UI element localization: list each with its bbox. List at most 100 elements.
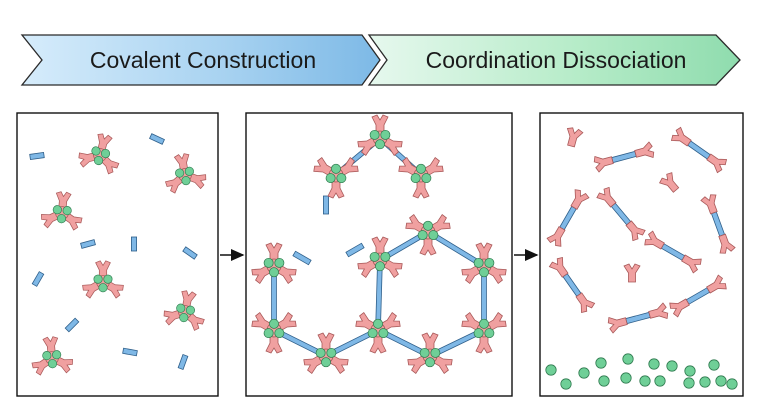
ligand-end xyxy=(546,226,566,247)
ligand-end xyxy=(669,298,690,318)
metal-ion xyxy=(98,283,108,293)
metal-cluster-node xyxy=(313,156,359,199)
metal-ion xyxy=(378,328,389,339)
metal-ion xyxy=(62,206,72,216)
metal-ion xyxy=(416,163,426,174)
released-metal-ion xyxy=(699,376,711,388)
metal-cluster-node xyxy=(461,242,507,285)
step-banner: Covalent Construction Coordination Disso… xyxy=(20,34,741,86)
metal-cluster-node xyxy=(405,213,451,256)
metal-cluster-node xyxy=(163,290,205,331)
released-metal-ion xyxy=(622,353,634,365)
ligand-end xyxy=(670,126,692,147)
step2-chevron xyxy=(367,34,741,86)
metal-cluster-node xyxy=(251,242,297,285)
metal-ion xyxy=(93,155,104,166)
linked-ligand xyxy=(670,126,728,174)
metal-ion xyxy=(269,267,279,278)
free-ligand xyxy=(566,127,584,148)
linked-ligand xyxy=(700,194,736,254)
step1-label: Covalent Construction xyxy=(90,47,316,73)
metal-ion xyxy=(175,168,185,178)
released-metal-ion xyxy=(578,367,590,379)
linker-bar xyxy=(80,239,96,249)
metal-ion xyxy=(430,347,441,358)
released-metal-ion xyxy=(683,377,695,389)
metal-ion xyxy=(42,351,52,361)
linker-bar xyxy=(292,250,312,266)
metal-ion xyxy=(181,176,191,186)
metal-ion xyxy=(315,347,326,358)
linked-ligand xyxy=(596,186,646,242)
ligand-end xyxy=(634,141,655,159)
released-metal-ion xyxy=(560,378,572,390)
metal-cluster-node xyxy=(82,260,124,299)
released-metal-ion xyxy=(595,357,607,369)
linker-bar xyxy=(182,246,198,260)
ligand-end xyxy=(644,230,665,250)
metal-ion xyxy=(423,220,433,231)
metal-ion xyxy=(417,230,428,241)
linked-ligand xyxy=(644,230,702,274)
linker-bar xyxy=(177,354,189,370)
metal-ion xyxy=(380,129,391,140)
ligand-end xyxy=(700,194,718,215)
metal-ion xyxy=(274,257,285,268)
released-metal-ion xyxy=(726,378,738,390)
panel1-content xyxy=(29,133,207,376)
metal-ion xyxy=(274,328,285,339)
linker-bar xyxy=(345,242,365,258)
ligand-end xyxy=(548,256,569,278)
metal-cluster-node xyxy=(303,332,349,375)
metal-ion xyxy=(375,139,385,150)
linker-bar xyxy=(64,317,80,333)
linker-bar xyxy=(29,151,45,161)
metal-ion xyxy=(263,328,274,339)
metal-cluster-node xyxy=(78,133,120,175)
step1-chevron xyxy=(20,34,381,86)
metal-ion xyxy=(369,129,380,140)
metal-ion xyxy=(103,274,113,284)
free-ligand xyxy=(623,263,641,283)
metal-ion xyxy=(428,230,439,241)
panel2-content xyxy=(251,114,507,375)
metal-ion xyxy=(269,318,279,329)
ligand-end xyxy=(625,220,646,242)
metal-ion xyxy=(184,166,194,176)
ligand-end xyxy=(575,292,596,314)
metal-cluster-node xyxy=(355,311,401,354)
released-metal-ion xyxy=(715,375,727,387)
metal-ion xyxy=(321,357,331,368)
released-metal-ion xyxy=(708,359,720,371)
metal-ion xyxy=(375,261,385,272)
metal-ion xyxy=(425,357,435,368)
metal-ion xyxy=(185,305,195,315)
metal-ion xyxy=(47,359,58,369)
metal-ion xyxy=(367,328,378,339)
metal-ion xyxy=(52,205,62,215)
metal-ion xyxy=(373,318,383,329)
released-metal-ion xyxy=(598,375,610,387)
ligand-end xyxy=(718,233,736,254)
metal-cluster-node xyxy=(40,191,83,231)
metal-cluster-node xyxy=(357,114,403,157)
metal-ion xyxy=(479,267,489,278)
free-ligand xyxy=(659,172,680,193)
metal-ion xyxy=(263,257,274,268)
linked-ligand xyxy=(669,274,727,318)
metal-ion xyxy=(56,214,67,224)
ligand-end xyxy=(607,316,628,334)
metal-ion xyxy=(484,328,495,339)
linked-ligand xyxy=(593,141,655,173)
released-metal-ion xyxy=(545,364,557,376)
ligand-end xyxy=(593,155,614,173)
ligand-end xyxy=(596,186,617,208)
ligand-end xyxy=(681,254,702,274)
metal-cluster-node xyxy=(398,156,444,199)
linked-ligand xyxy=(546,189,590,247)
metal-ion xyxy=(484,257,495,268)
metal-ion xyxy=(336,173,347,184)
linker-bar xyxy=(31,271,45,287)
step2-label: Coordination Dissociation xyxy=(426,47,687,73)
